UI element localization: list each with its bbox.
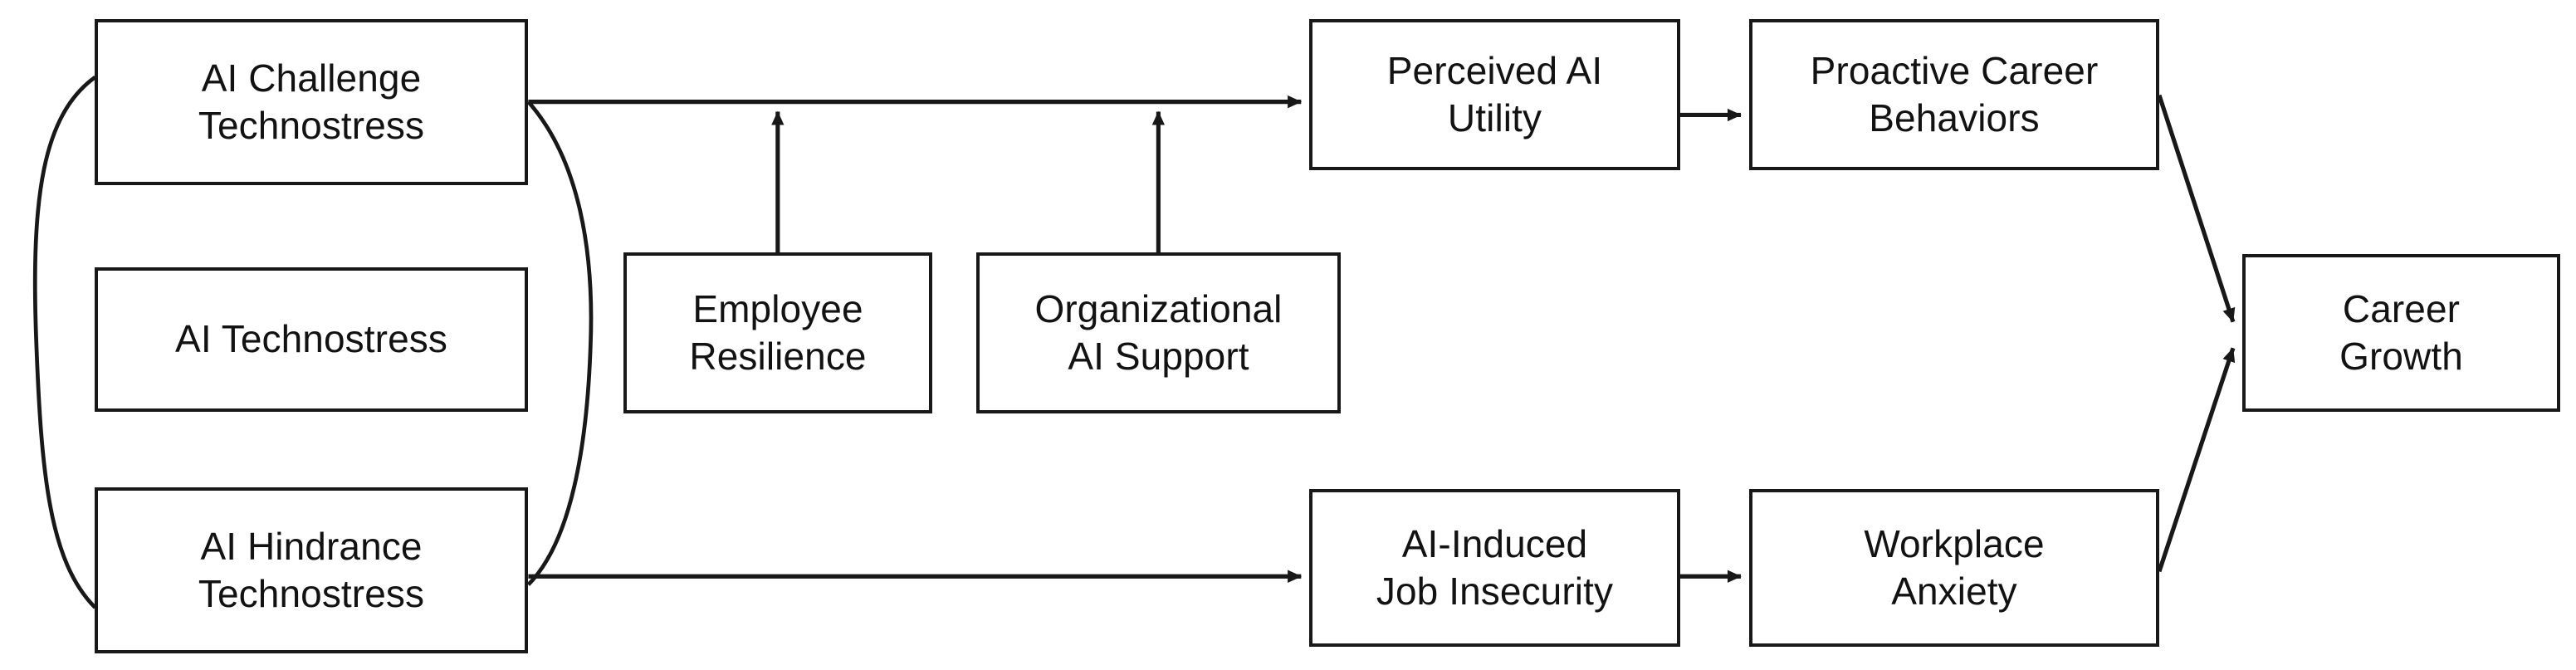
edge-proactive-to-growth: [2157, 94, 2236, 323]
edge-anxiety-to-growth: [2157, 347, 2236, 573]
node-workplace-anxiety[interactable]: Workplace Anxiety: [1749, 489, 2159, 647]
node-organizational-ai-support[interactable]: Organizational AI Support: [976, 252, 1341, 413]
edge-brace-right: [526, 100, 594, 586]
node-employee-resilience[interactable]: Employee Resilience: [623, 252, 932, 413]
node-perceived-ai-utility[interactable]: Perceived AI Utility: [1309, 19, 1680, 170]
node-ai-challenge-technostress[interactable]: AI Challenge Technostress: [95, 19, 528, 185]
node-proactive-career-behaviors[interactable]: Proactive Career Behaviors: [1749, 19, 2159, 170]
node-career-growth[interactable]: Career Growth: [2242, 254, 2560, 412]
node-ai-induced-job-insecurity[interactable]: AI-Induced Job Insecurity: [1309, 489, 1680, 647]
edge-brace-left: [32, 76, 97, 609]
node-ai-hindrance-technostress[interactable]: AI Hindrance Technostress: [95, 487, 528, 653]
node-ai-technostress[interactable]: AI Technostress: [95, 267, 528, 412]
